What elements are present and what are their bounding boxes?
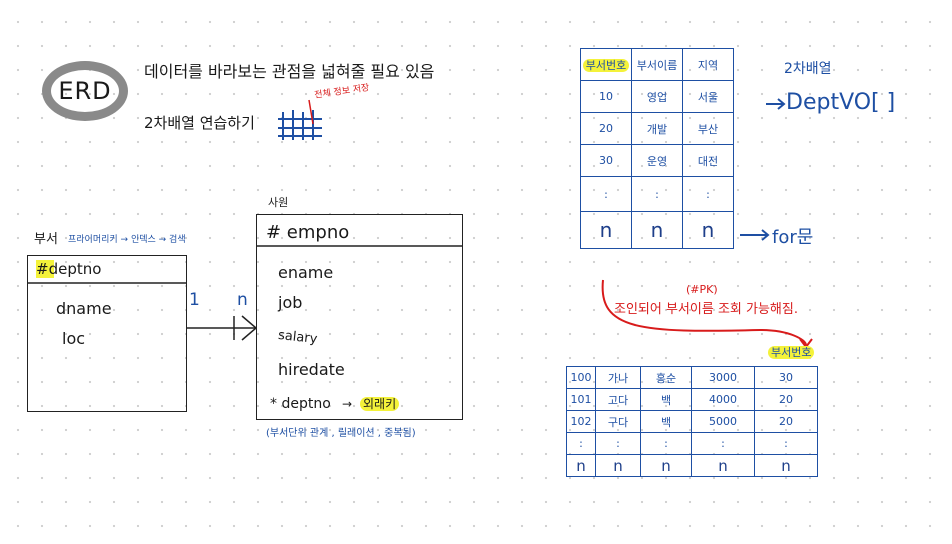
table-header-cell: 부서이름	[631, 48, 683, 81]
table-cell: :	[631, 176, 683, 212]
table-cell: 30	[580, 144, 632, 177]
emp-attr-job: job	[278, 293, 303, 312]
table-row: 102 구다 백 5000 20	[566, 410, 818, 433]
emp-entity-box	[256, 214, 463, 420]
header-dept-no: 부서번호	[582, 58, 630, 72]
table-cell: 고다	[595, 388, 641, 411]
table-cell: 백	[640, 388, 692, 411]
emp-entity-name: 사원	[268, 196, 289, 209]
table-cell: n	[595, 454, 641, 477]
table-cell: 백	[640, 410, 692, 433]
table-cell: 서울	[682, 80, 734, 113]
table-row: 100 가나 홍순 3000 30	[566, 366, 818, 389]
table-cell: n	[640, 454, 692, 477]
table-cell: n	[691, 454, 755, 477]
table-row: : : : : :	[566, 432, 818, 455]
emp-table-header-text: 부서번호	[768, 346, 815, 359]
dept-attr-dname: dname	[56, 299, 112, 318]
dept-entity-name: 부서	[34, 232, 58, 247]
dept-pk-text: #deptno	[36, 260, 102, 278]
table-cell: 20	[580, 112, 632, 145]
table-cell: 30	[754, 366, 818, 389]
deptvo-array-label: DeptVO[ ]	[786, 90, 896, 115]
table-cell: n	[682, 211, 734, 249]
table-row: : : :	[580, 176, 734, 212]
table-cell: :	[595, 432, 641, 455]
emp-fk-arrow: →	[342, 397, 353, 411]
relation-one: 1	[189, 290, 200, 310]
table-cell: 홍순	[640, 366, 692, 389]
table-row: 101 고다 백 4000 20	[566, 388, 818, 411]
table-cell: 운영	[631, 144, 683, 177]
table-cell: 가나	[595, 366, 641, 389]
note-line-2: 2차배열 연습하기	[144, 114, 255, 132]
table-row: 10 영업 서울	[580, 80, 734, 113]
table-cell: 3000	[691, 366, 755, 389]
table-row: 20 개발 부산	[580, 112, 734, 145]
table-cell: :	[566, 432, 596, 455]
table-cell: 개발	[631, 112, 683, 145]
table-cell: n	[631, 211, 683, 249]
table-cell: 부산	[682, 112, 734, 145]
relation-many: n	[237, 290, 248, 310]
table-cell: :	[754, 432, 818, 455]
dept-pk: #deptno	[36, 260, 102, 278]
array-label: 2차배열	[784, 61, 832, 77]
table-cell: 100	[566, 366, 596, 389]
emp-fk-tag: 외래키	[360, 395, 400, 412]
emp-fk: * deptno	[270, 396, 331, 412]
table-cell: 5000	[691, 410, 755, 433]
erd-badge: ERD	[42, 61, 128, 121]
emp-bottom-note: (부서단위 관계 , 릴레이션 , 중복됨)	[266, 428, 416, 439]
dept-attr-loc: loc	[62, 329, 86, 348]
emp-table-header: 부서번호	[768, 344, 815, 360]
table-cell: :	[640, 432, 692, 455]
emp-fk-tag-text: 외래키	[360, 397, 400, 411]
table-cell: :	[682, 176, 734, 212]
table-cell: 20	[754, 410, 818, 433]
erd-label: ERD	[58, 77, 112, 105]
emp-pk: # empno	[266, 222, 350, 243]
table-cell: 구다	[595, 410, 641, 433]
dept-pk-note: 프라이머리키 → 인덱스 → 검색	[68, 235, 186, 245]
table-cell: 20	[754, 388, 818, 411]
table-cell: 102	[566, 410, 596, 433]
table-row: 30 운영 대전	[580, 144, 734, 177]
note-line-1: 데이터를 바라보는 관점을 넓혀줄 필요 있음	[144, 62, 435, 81]
table-cell: 4000	[691, 388, 755, 411]
for-loop-label: for문	[772, 227, 814, 248]
table-cell: 대전	[682, 144, 734, 177]
table-cell: 영업	[631, 80, 683, 113]
table-row: n n n n n	[566, 454, 818, 477]
table-row: n n n	[580, 211, 734, 249]
table-cell: 101	[566, 388, 596, 411]
join-pk-label: (#PK)	[686, 283, 718, 296]
emp-array-table: 100 가나 홍순 3000 30 101 고다 백 4000 20 102 구…	[566, 366, 818, 477]
table-cell: n	[566, 454, 596, 477]
emp-attr-hiredate: hiredate	[278, 360, 345, 379]
table-header-cell: 부서번호	[580, 48, 632, 81]
table-cell: 10	[580, 80, 632, 113]
emp-attr-ename: ename	[278, 263, 334, 282]
table-cell: n	[580, 211, 632, 249]
join-note-text: 조인되어 부서이름 조회 가능해짐.	[614, 302, 798, 317]
dept-entity-box	[27, 255, 187, 412]
table-cell: :	[580, 176, 632, 212]
dept-array-table: 부서번호 부서이름 지역 10 영업 서울 20 개발 부산 30 운영 대전 …	[580, 48, 734, 249]
table-row: 부서번호 부서이름 지역	[580, 48, 734, 81]
table-cell: n	[754, 454, 818, 477]
table-cell: :	[691, 432, 755, 455]
table-header-cell: 지역	[682, 48, 734, 81]
